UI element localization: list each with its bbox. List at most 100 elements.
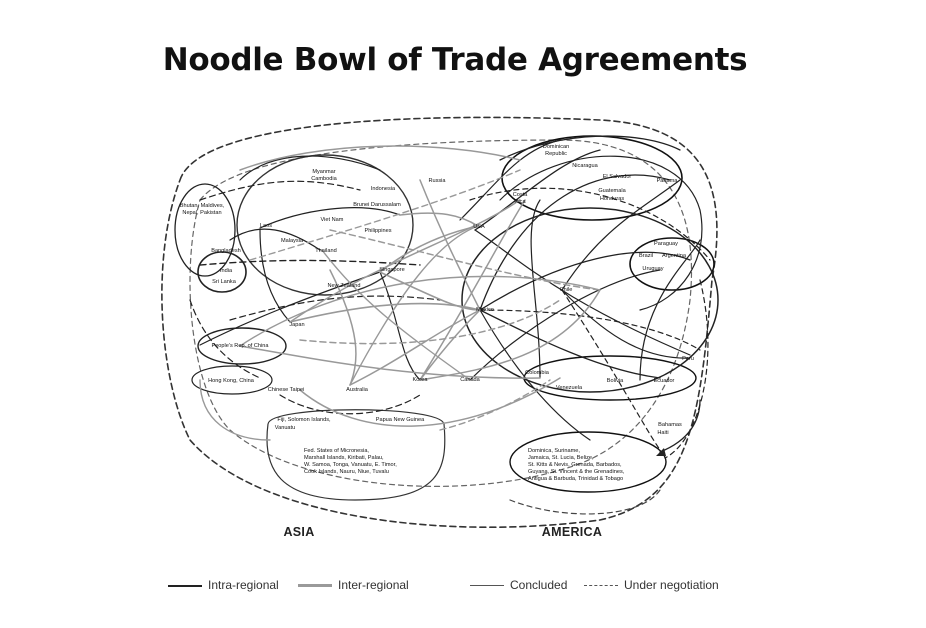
label-bolivia: Bolivia (607, 378, 624, 384)
prc-outline (197, 327, 287, 365)
inter-line (379, 271, 481, 311)
label-russia: Russia (428, 178, 446, 184)
label-bangladesh: Bangladesh (211, 248, 241, 254)
label-panama: Panama (657, 178, 679, 184)
label-prc: People's Rep. of China (211, 343, 269, 349)
inter-line (349, 225, 479, 386)
inter-line (199, 379, 271, 441)
legend-label-negotiation: Under negotiation (624, 578, 719, 592)
label-indonesia: Indonesia (371, 186, 396, 192)
region-label-america: AMERICA (542, 525, 602, 539)
label-honduras: Honduras (600, 196, 624, 202)
label-bhutan-1: Bhutan, Maldives, (180, 203, 225, 209)
asean-outline (236, 154, 414, 296)
inter-line (419, 179, 481, 311)
arrowhead-icon (656, 448, 666, 456)
intra-line (499, 135, 681, 161)
arrow-line (659, 399, 701, 453)
label-india: India (220, 268, 233, 274)
caricom-outline (509, 431, 667, 493)
label-paraguay: Paraguay (654, 241, 678, 247)
intra-negotiation-line (664, 279, 709, 459)
mercosur-outline (629, 237, 715, 291)
label-caribbean-5: Antigua & Barbuda, Trinidad & Tobago (528, 476, 623, 482)
legend-swatch-negotiation (584, 585, 618, 587)
intra-line (479, 309, 591, 441)
legend-item-intra: Intra-regional (168, 578, 279, 592)
label-caribbean-4: Guyana, St. Vincent & the Grenadines, (528, 469, 625, 475)
agreement-lines (161, 116, 719, 529)
legend-swatch-inter (298, 584, 332, 588)
inter-negotiation-line (329, 229, 601, 291)
inter-line (289, 302, 481, 323)
pacific-outline (266, 409, 446, 501)
inter-line (239, 145, 521, 171)
label-bahamas: Bahamas (658, 422, 682, 428)
label-venezuela: Venezuela (556, 385, 583, 391)
inter-line (419, 199, 526, 381)
america-labels: Dominican Republic Nicaragua El Salvador… (460, 144, 694, 482)
inter-line (239, 275, 601, 347)
label-mexico: Mexico (476, 307, 494, 313)
intra-negotiation-line (279, 394, 421, 415)
intra-line (459, 139, 561, 221)
intra-line (474, 149, 601, 231)
label-newzealand: New Zealand (328, 283, 361, 289)
label-singapore: Singapore (379, 267, 405, 273)
intra-line (479, 174, 671, 311)
inter-negotiation-line (249, 169, 521, 261)
intra-line (229, 228, 321, 251)
intra-negotiation-line (199, 180, 361, 201)
label-usa: USA (473, 224, 485, 230)
intra-negotiation-line (189, 299, 261, 379)
label-pacific-2: Marshall Islands, Kiribati, Palau, (304, 455, 384, 461)
label-brazil: Brazil (639, 253, 653, 259)
label-dominican-1: Dominican (543, 144, 569, 150)
label-costarica-2: Rica (514, 199, 526, 205)
inter-line (329, 269, 357, 386)
label-srilanka: Sri Lanka (212, 279, 237, 285)
intra-line (561, 179, 681, 291)
label-fiji-1: Fiji, Solomon Islands, (277, 417, 331, 423)
inter-line (399, 212, 479, 227)
intra-line (199, 271, 381, 346)
label-hongkong: Hong Kong, China (208, 378, 255, 384)
label-peru: Peru (682, 356, 694, 362)
label-taipei: Chinese Taipei (268, 387, 305, 393)
legend-swatch-concluded (470, 585, 504, 587)
label-vietnam: Viet Nam (321, 217, 344, 223)
label-australia: Australia (346, 387, 369, 393)
label-png: Papua New Guinea (376, 417, 425, 423)
intra-line (499, 155, 703, 311)
inter-line (289, 199, 521, 323)
label-chile: Chile (560, 287, 573, 293)
label-dominican-2: Republic (545, 151, 567, 157)
label-myanmar: Myanmar (312, 169, 335, 175)
inter-negotiation-line (439, 379, 551, 431)
legend-label-intra: Intra-regional (208, 578, 279, 592)
south-asia-outline (174, 183, 236, 277)
page-title: Noodle Bowl of Trade Agreements (162, 42, 748, 78)
inter-line (299, 377, 561, 427)
label-japan: Japan (289, 322, 304, 328)
label-cambodia: Cambodia (311, 176, 337, 182)
intra-line (469, 269, 661, 381)
label-colombia: Colombia (525, 370, 550, 376)
intra-line (259, 229, 291, 323)
legend-item-concluded: Concluded (470, 578, 567, 592)
label-pacific-1: Fed. States of Micronesia, (304, 448, 369, 454)
intra-negotiation-line (561, 289, 661, 451)
label-laos: Laos (260, 223, 272, 229)
label-argentina: Argentina (662, 253, 687, 259)
label-fiji-2: Vanuatu (275, 425, 295, 431)
label-pacific-3: W. Samoa, Tonga, Vanuatu, E. Timor, (304, 462, 397, 468)
label-caribbean-1: Dominica, Suriname, (528, 448, 580, 454)
intra-line (639, 239, 701, 381)
label-uruguay: Uruguay (642, 266, 663, 272)
legend-label-concluded: Concluded (510, 578, 568, 592)
label-ecuador: Ecuador (654, 378, 675, 384)
legend-item-negotiation: Under negotiation (584, 578, 719, 592)
hk-outline (191, 365, 273, 395)
label-philippines: Philippines (364, 228, 391, 234)
